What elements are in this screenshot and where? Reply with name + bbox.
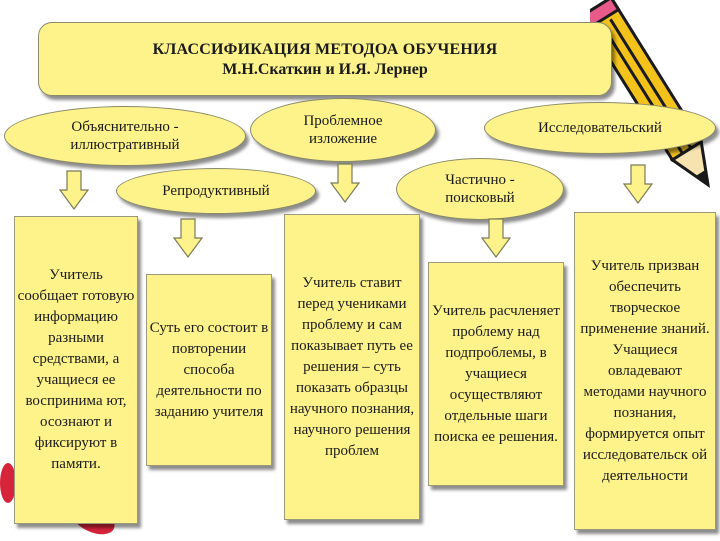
method-explanatory: Объяснительно - иллюстративный: [4, 106, 246, 166]
description-reproductive-text: Суть его состоит в повторении способа де…: [149, 319, 269, 420]
description-partial: Учитель расчленяет проблему над подпробл…: [428, 262, 564, 486]
method-partial: Частично - поисковый: [396, 158, 564, 220]
method-reproductive: Репродуктивный: [116, 168, 316, 214]
description-reproductive: Суть его состоит в повторении способа де…: [146, 274, 272, 466]
method-problem: Проблемное изложение: [250, 98, 436, 162]
method-research-label: Исследовательский: [538, 120, 662, 136]
description-research: Учитель призван обеспечить творческое пр…: [574, 212, 716, 530]
description-problem-text: Учитель ставит перед учениками проблему …: [289, 274, 415, 459]
description-problem: Учитель ставит перед учениками проблему …: [284, 214, 420, 520]
title-line-1: КЛАССИФИКАЦИЯ МЕТОДОА ОБУЧЕНИЯ: [152, 41, 498, 58]
method-partial-label: Частично - поисковый: [445, 172, 515, 206]
method-problem-label: Проблемное изложение: [303, 113, 383, 147]
arrow-down-icon: [173, 218, 203, 258]
method-research: Исследовательский: [484, 102, 716, 154]
description-explanatory-text: Учитель сообщает готовую информацию разн…: [17, 267, 135, 472]
method-reproductive-label: Репродуктивный: [162, 183, 270, 199]
description-research-text: Учитель призван обеспечить творческое пр…: [580, 257, 710, 484]
description-partial-text: Учитель расчленяет проблему над подпробл…: [432, 302, 560, 445]
arrow-down-icon: [59, 170, 89, 210]
arrow-down-icon: [623, 164, 653, 204]
method-explanatory-label: Объяснительно - иллюстративный: [70, 119, 180, 153]
title-box: КЛАССИФИКАЦИЯ МЕТОДОА ОБУЧЕНИЯ М.Н.Скатк…: [38, 22, 612, 96]
title-line-2: М.Н.Скаткин и И.Я. Лернер: [222, 61, 428, 78]
red-decoration-left: [0, 463, 16, 503]
arrow-down-icon: [330, 163, 360, 203]
arrow-down-icon: [481, 218, 511, 258]
description-explanatory: Учитель сообщает готовую информацию разн…: [14, 216, 138, 524]
